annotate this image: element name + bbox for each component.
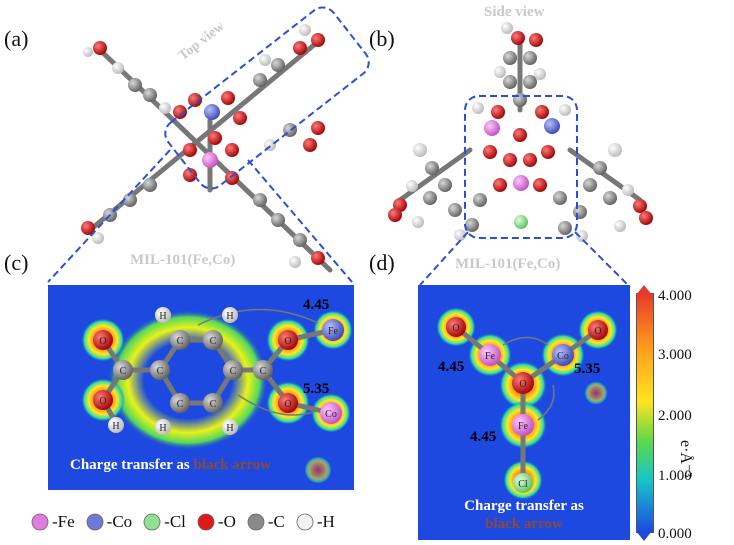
- svg-text:O: O: [594, 326, 601, 337]
- svg-text:O: O: [99, 396, 106, 407]
- svg-text:O: O: [99, 336, 106, 347]
- legend-label: -Cl: [164, 512, 186, 531]
- svg-text:C: C: [260, 366, 267, 377]
- density-map-d: O Fe Co O O Fe Cl 4.45 5.35 4.45 Charge …: [418, 285, 630, 540]
- colorbar-tick-0: 0.000: [658, 526, 692, 542]
- legend-item: -H: [295, 512, 335, 532]
- panel-label-c: (c): [4, 250, 29, 275]
- value-d-lower-fe: 4.45: [470, 429, 496, 445]
- atom-legend: -Fe -Co -Cl -O -C -H: [30, 508, 345, 536]
- legend-swatch-icon: [247, 513, 265, 531]
- colorbar-tick-3: 3.000: [658, 347, 692, 363]
- svg-text:Fe: Fe: [328, 326, 339, 337]
- legend-item: -C: [246, 512, 285, 532]
- svg-text:H: H: [226, 423, 233, 434]
- legend-item: -O: [196, 512, 236, 532]
- colorbar-tick-1: 1.000: [658, 468, 692, 484]
- colorbar: [636, 293, 654, 533]
- svg-text:Co: Co: [325, 409, 337, 420]
- svg-text:O: O: [519, 379, 526, 390]
- value-d-left-fe: 4.45: [438, 359, 464, 375]
- svg-text:C: C: [230, 366, 237, 377]
- svg-text:C: C: [210, 336, 217, 347]
- svg-text:Cl: Cl: [518, 479, 528, 490]
- legend-swatch-icon: [296, 513, 314, 531]
- legend-label: -O: [217, 512, 236, 531]
- value-d-right-co: 5.35: [574, 361, 600, 377]
- legend-item: -Fe: [30, 512, 75, 532]
- svg-text:O: O: [284, 399, 291, 410]
- legend-item: -Co: [85, 512, 133, 532]
- legend-swatch-icon: [197, 513, 215, 531]
- svg-text:Fe: Fe: [518, 421, 529, 432]
- legend-label: -H: [316, 512, 335, 531]
- legend-swatch-icon: [86, 513, 104, 531]
- svg-text:H: H: [159, 423, 166, 434]
- note-c: Charge transfer as black arrow: [70, 457, 272, 473]
- svg-text:C: C: [120, 366, 127, 377]
- svg-text:H: H: [159, 311, 166, 322]
- atoms-a: [81, 24, 325, 268]
- colorbar-unit: e·Å⁻³: [677, 440, 694, 478]
- caption-c: MIL-101(Fe,Co): [130, 252, 236, 268]
- side-view-caption: Side view: [484, 4, 545, 20]
- svg-text:C: C: [177, 399, 184, 410]
- colorbar-tick-2: 2.000: [658, 408, 692, 424]
- atom-labels-d: O Fe Co O O Fe Cl: [452, 323, 601, 490]
- svg-text:C: C: [210, 399, 217, 410]
- svg-text:Fe: Fe: [485, 351, 496, 362]
- note-d: Charge transfer as black arrow: [464, 498, 584, 532]
- density-map-c: O O H C C C C C C C H H H H C O O Fe Co …: [48, 285, 354, 490]
- caption-d: MIL-101(Fe,Co): [455, 256, 561, 272]
- legend-label: -Co: [106, 512, 133, 531]
- atom-labels-c: O O H C C C C C C C H H H H C O O Fe Co: [99, 311, 338, 434]
- svg-text:H: H: [112, 421, 119, 432]
- legend-swatch-icon: [143, 513, 161, 531]
- legend-label: -Fe: [52, 512, 75, 531]
- legend-label: -C: [267, 512, 285, 531]
- svg-text:Co: Co: [557, 351, 569, 362]
- top-view-box: [164, 6, 370, 190]
- panel-label-a: (a): [4, 26, 29, 51]
- svg-text:O: O: [452, 323, 459, 334]
- svg-text:H: H: [226, 311, 233, 322]
- legend-item: -Cl: [142, 512, 186, 532]
- svg-text:C: C: [177, 336, 184, 347]
- value-c-bottom: 5.35: [303, 381, 329, 397]
- panel-label-d: (d): [369, 250, 395, 275]
- legend-swatch-icon: [31, 513, 49, 531]
- svg-text:C: C: [157, 366, 164, 377]
- panel-label-b: (b): [369, 26, 395, 51]
- svg-text:O: O: [284, 336, 291, 347]
- value-c-top: 4.45: [303, 297, 329, 313]
- colorbar-tick-4: 4.000: [658, 288, 692, 304]
